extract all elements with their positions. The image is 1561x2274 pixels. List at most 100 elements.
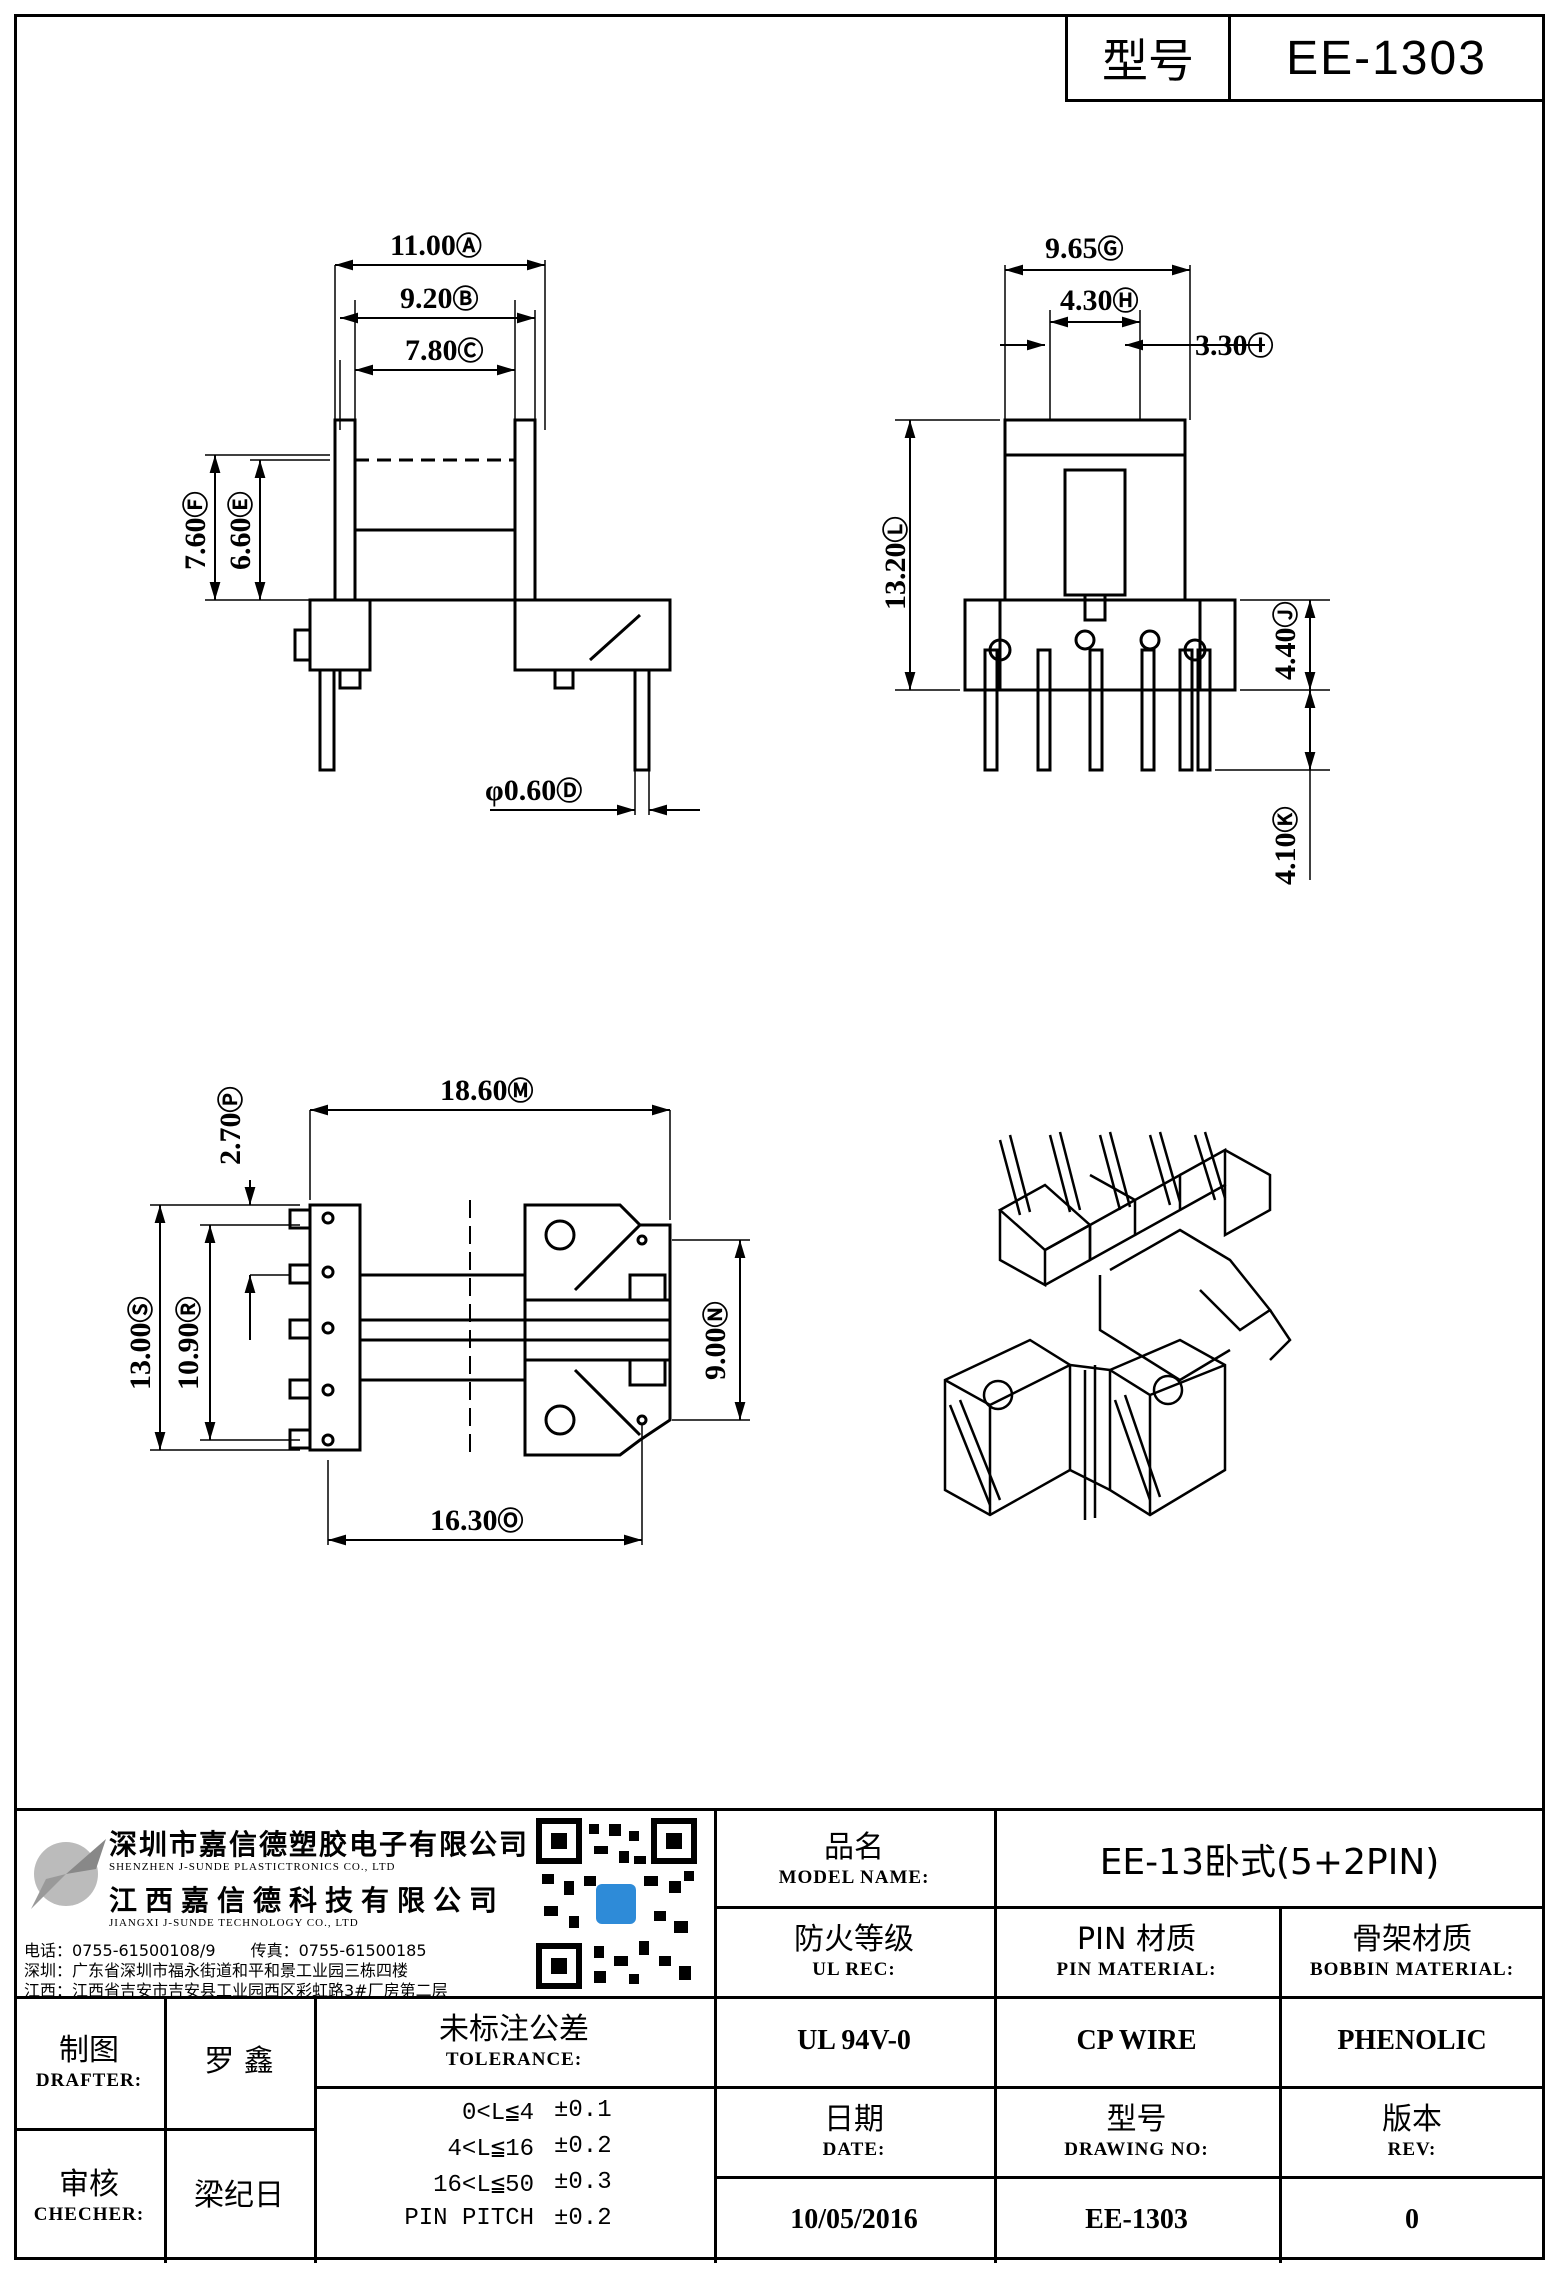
dim-reference-marker: Ⓐ — [456, 231, 482, 261]
company-logo-icon — [31, 1839, 106, 1909]
drafter-label: 制图 DRAFTER: — [14, 1996, 164, 2128]
rev-en: REV: — [1387, 2139, 1437, 2160]
tolerance-range: 16<L≦50 — [433, 2172, 534, 2199]
bobbin-material-value-cell: PHENOLIC — [1279, 1996, 1545, 2086]
drafter-value-cell: 罗 鑫 — [164, 1996, 314, 2128]
dim-reference-marker: Ⓕ — [181, 491, 211, 517]
dim-reference-marker: Ⓘ — [1248, 331, 1274, 361]
divider — [714, 1811, 717, 2263]
date-value-cell: 10/05/2016 — [714, 2176, 994, 2263]
dim-r: 10.90Ⓡ — [172, 1296, 205, 1390]
bobbin-material-en: BOBBIN MATERIAL: — [1309, 1959, 1515, 1980]
dim-f: 7.60Ⓕ — [179, 491, 212, 570]
front-view-labels: 11.00Ⓐ 9.20Ⓑ 7.80Ⓒ φ0.60Ⓓ 7.60Ⓕ 6.60Ⓔ — [179, 229, 582, 807]
dim-reference-marker: Ⓝ — [701, 1301, 731, 1327]
dim-o: 16.30Ⓞ — [430, 1504, 524, 1537]
tolerance-label: 未标注公差 TOLERANCE: — [314, 1996, 714, 2086]
drawing-no-value: EE-1303 — [1085, 2203, 1188, 2235]
divider — [14, 2128, 314, 2131]
tolerance-zh: 未标注公差 — [439, 2012, 589, 2047]
company-name-en-1: SHENZHEN J-SUNDE PLASTICTRONICS CO., LTD — [109, 1861, 396, 1873]
dim-reference-marker: Ⓚ — [1271, 806, 1301, 832]
dim-reference-marker: Ⓡ — [174, 1296, 204, 1322]
pin-material-en: PIN MATERIAL: — [1056, 1959, 1217, 1980]
checker-zh: 审核 — [59, 2166, 119, 2202]
side-view — [895, 264, 1330, 880]
dim-n: 9.00Ⓝ — [699, 1301, 732, 1380]
dim-s: 13.00Ⓢ — [124, 1296, 157, 1390]
tolerance-value: ±0.1 — [554, 2097, 612, 2124]
tolerance-value: ±0.2 — [554, 2133, 612, 2160]
dim-b: 9.20Ⓑ — [400, 282, 479, 315]
dim-e: 6.60Ⓔ — [224, 491, 257, 570]
drawing-no-en: DRAWING NO: — [1064, 2139, 1209, 2160]
dim-reference-marker: Ⓛ — [881, 516, 911, 542]
tolerance-en: TOLERANCE: — [445, 2049, 583, 2070]
model-title-box: 型号 EE-1303 — [1065, 14, 1545, 102]
dim-reference-marker: Ⓔ — [226, 491, 256, 517]
dim-l: 13.20Ⓛ — [879, 516, 912, 610]
dim-reference-marker: Ⓑ — [453, 284, 479, 314]
rev-label: 版本 REV: — [1279, 2086, 1545, 2176]
tolerance-table: 0<L≦4 ±0.1 4<L≦16 ±0.2 16<L≦50 ±0.3 PIN … — [344, 2093, 714, 2263]
rev-value: 0 — [1405, 2203, 1419, 2235]
pin-material-value-cell: CP WIRE — [994, 1996, 1279, 2086]
divider — [14, 1996, 1545, 1999]
bobbin-material-label: 骨架材质 BOBBIN MATERIAL: — [1279, 1906, 1545, 1996]
dim-i: 3.30Ⓘ — [1195, 329, 1274, 362]
rev-value-cell: 0 — [1279, 2176, 1545, 2263]
ul-rec-value: UL 94V-0 — [797, 2025, 911, 2056]
drawing-frame — [14, 14, 1545, 2260]
drawing-no-zh: 型号 — [1106, 2102, 1167, 2137]
checker-value-cell: 梁纪日 — [164, 2128, 314, 2263]
model-name-zh: 品名 — [824, 1829, 884, 1865]
tolerance-row: 0<L≦4 ±0.1 — [344, 2097, 644, 2127]
model-name-en: MODEL NAME: — [778, 1866, 930, 1888]
dim-m: 18.60Ⓜ — [440, 1074, 534, 1107]
ul-rec-label: 防火等级 UL REC: — [714, 1906, 994, 1996]
dim-c: 7.80Ⓒ — [405, 334, 484, 367]
divider — [314, 2086, 714, 2089]
dim-h: 4.30Ⓗ — [1060, 284, 1139, 317]
dim-p: 2.70Ⓟ — [214, 1086, 247, 1165]
date-value: 10/05/2016 — [790, 2203, 918, 2235]
dim-j: 4.40Ⓙ — [1269, 601, 1302, 680]
company-name-cn-2: 江西嘉信德科技有限公司 — [109, 1884, 506, 1917]
tolerance-range: PIN PITCH — [404, 2205, 534, 2232]
company-name-cn-1: 深圳市嘉信德塑胶电子有限公司 — [109, 1828, 530, 1861]
bobbin-material-zh: 骨架材质 — [1352, 1922, 1472, 1957]
dim-reference-marker: Ⓗ — [1113, 286, 1139, 316]
dim-reference-marker: Ⓖ — [1098, 234, 1124, 264]
tolerance-row: PIN PITCH ±0.2 — [344, 2205, 644, 2232]
rev-zh: 版本 — [1382, 2102, 1442, 2137]
checker-value: 梁纪日 — [194, 2177, 284, 2213]
pin-material-value: CP WIRE — [1076, 2025, 1197, 2056]
ul-rec-zh: 防火等级 — [794, 1922, 914, 1957]
tolerance-value: ±0.2 — [554, 2205, 612, 2232]
drafter-value: 罗 鑫 — [204, 2044, 274, 2079]
tolerance-row: 16<L≦50 ±0.3 — [344, 2169, 644, 2199]
ul-rec-en: UL REC: — [812, 1959, 896, 1980]
drafter-en: DRAFTER: — [35, 2070, 143, 2091]
side-view-pins — [983, 648, 1212, 772]
dim-k: 4.10Ⓚ — [1269, 806, 1302, 885]
dim-reference-marker: Ⓟ — [216, 1086, 246, 1112]
pin-material-label: PIN 材质 PIN MATERIAL: — [994, 1906, 1279, 1996]
divider — [314, 1996, 317, 2263]
qr-code-icon — [534, 1816, 699, 1991]
bobbin-material-value: PHENOLIC — [1337, 2025, 1487, 2056]
side-view-labels: 9.65Ⓖ 4.30Ⓗ 3.30Ⓘ 13.20Ⓛ 4.40Ⓙ 4.10Ⓚ — [879, 232, 1302, 885]
tolerance-range: 0<L≦4 — [461, 2100, 534, 2127]
company-address-jx: 江西：江西省吉安市吉安县工业园西区彩虹路3#厂房第二层 — [24, 1981, 448, 2000]
divider — [714, 2176, 1545, 2179]
divider — [714, 1906, 1545, 1909]
model-label: 型号 — [1068, 17, 1231, 99]
date-en: DATE: — [822, 2139, 886, 2160]
ul-rec-value-cell: UL 94V-0 — [714, 1996, 994, 2086]
dim-reference-marker: Ⓢ — [126, 1296, 156, 1322]
tolerance-row: 4<L≦16 ±0.2 — [344, 2133, 644, 2163]
company-address-sz: 深圳：广东省深圳市福永街道和平和景工业园三栋四楼 — [24, 1961, 409, 1980]
pin-material-zh: PIN 材质 — [1077, 1922, 1196, 1957]
tolerance-value: ±0.3 — [554, 2169, 612, 2196]
model-value: EE-1303 — [1286, 31, 1487, 85]
